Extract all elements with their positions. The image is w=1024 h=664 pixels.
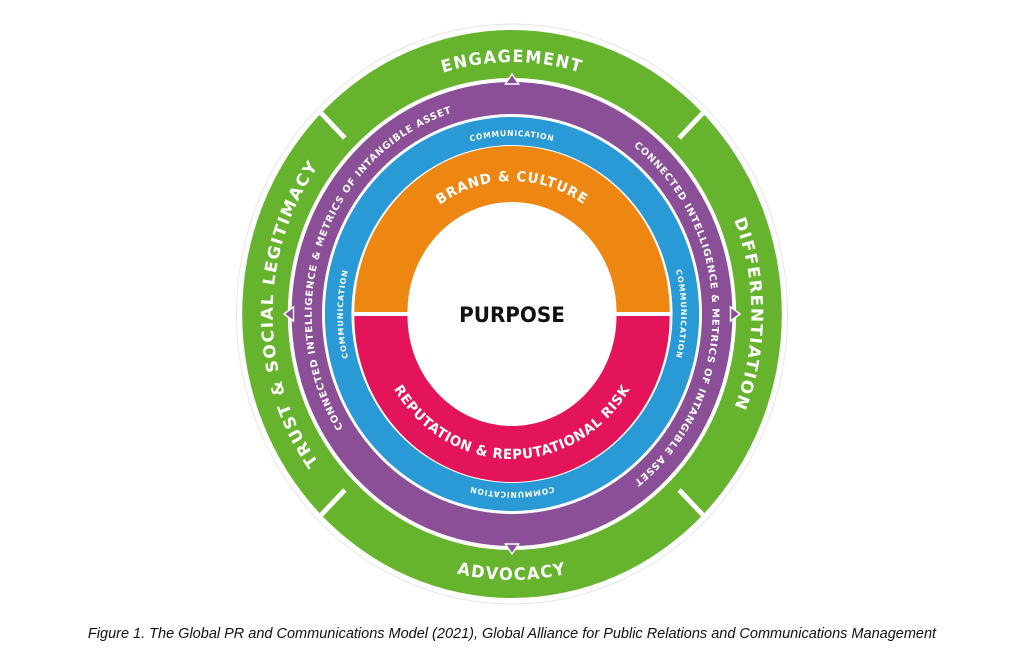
label-communication-left: COMMUNICATION	[336, 268, 349, 359]
green-ring-dividers	[318, 110, 706, 518]
purple-ring-notches	[282, 72, 742, 556]
orange-half-ring	[354, 146, 670, 312]
pink-half-ring	[354, 316, 670, 482]
svg-text:COMMUNICATION: COMMUNICATION	[336, 268, 350, 359]
figure-caption: Figure 1. The Global PR and Communicatio…	[87, 626, 937, 642]
pr-model-diagram: ENGAGEMENT ADVOCACY TRUST & SOCIAL LEGIT…	[236, 23, 788, 605]
label-purpose: PURPOSE	[459, 303, 565, 328]
purpose-circle	[409, 206, 615, 422]
